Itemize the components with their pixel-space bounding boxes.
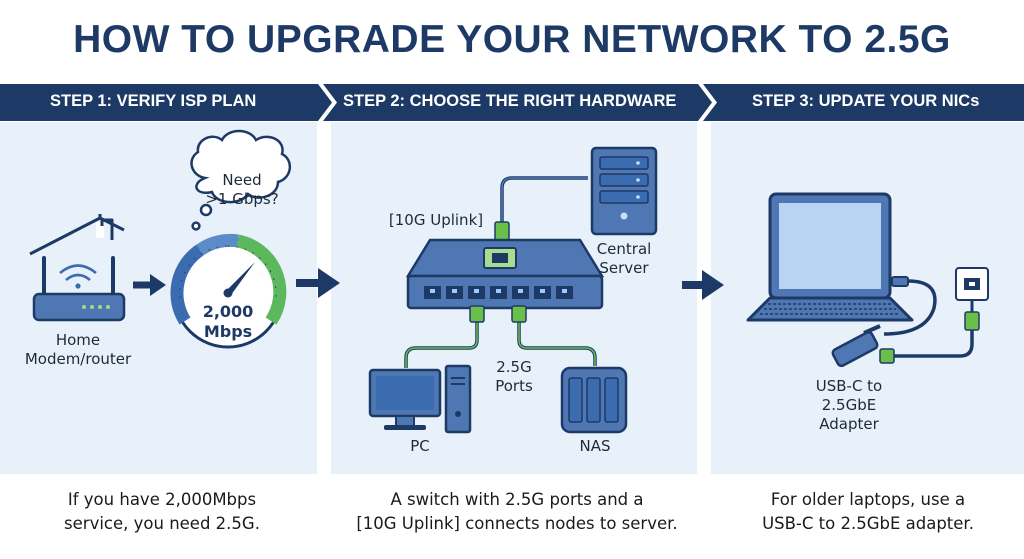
network-switch-icon (405, 238, 605, 310)
thought-line-1: Need (222, 171, 262, 189)
ports-label-line-1: 2.5G (496, 358, 532, 376)
step-3-caption-line-2: USB-C to 2.5GbE adapter. (762, 514, 974, 533)
pc-label: PC (410, 437, 430, 455)
pc-icon (368, 364, 472, 434)
adapter-label-line-2: 2.5GbE (821, 396, 877, 414)
nas-label: NAS (579, 437, 611, 455)
wall-jack-icon (955, 267, 989, 301)
step-1-caption-line-1: If you have 2,000Mbps (67, 490, 257, 509)
adapter-label-line-1: USB-C to (815, 377, 883, 395)
adapter-label-line-3: Adapter (819, 415, 879, 433)
step-2-label: STEP 2: CHOOSE THE RIGHT HARDWARE (343, 92, 677, 110)
house-icon (29, 214, 125, 256)
thought-line-2: >1 Gbps? (205, 190, 279, 208)
server-label-line-1: Central (596, 240, 652, 258)
step-3-caption-line-1: For older laptops, use a (770, 490, 966, 509)
ports-label-line-2: Ports (495, 377, 533, 395)
server-icon (590, 146, 658, 236)
server-label-line-2: Server (599, 259, 649, 277)
thought-cloud-icon (190, 129, 291, 231)
page-title: HOW TO UPGRADE YOUR NETWORK TO 2.5G (73, 18, 951, 61)
step-2-header (323, 84, 712, 121)
ethernet-cable (890, 330, 974, 358)
uplink-cable (500, 176, 588, 232)
usb-adapter-icon (831, 324, 881, 368)
uplink-label: [10G Uplink] (388, 211, 484, 229)
step-3-header (703, 84, 1024, 121)
laptop-icon (746, 192, 914, 322)
arrow-icon (296, 268, 340, 298)
router-label-line-1: Home (55, 331, 101, 349)
speed-value: 2,000 (202, 302, 254, 321)
step-header-bar (0, 84, 1024, 121)
arrow-icon (682, 270, 724, 300)
router-icon (32, 256, 126, 322)
usb-cable (883, 279, 937, 336)
pc-cable (404, 316, 479, 368)
step-3-label: STEP 3: UPDATE YOUR NICs (752, 92, 980, 110)
speedometer-icon (170, 233, 287, 349)
speed-unit: Mbps (203, 322, 253, 341)
step-2-caption: A switch with 2.5G ports and a [10G Upli… (340, 488, 694, 536)
step-1-caption: If you have 2,000Mbps service, you need … (20, 488, 304, 536)
step-1-label: STEP 1: VERIFY ISP PLAN (50, 92, 257, 110)
step-1-caption-line-2: service, you need 2.5G. (64, 514, 260, 533)
arrow-icon (133, 274, 166, 296)
step-1-header (0, 84, 332, 121)
step-2-caption-line-1: A switch with 2.5G ports and a (390, 490, 644, 509)
step-3-caption: For older laptops, use a USB-C to 2.5GbE… (720, 488, 1016, 536)
router-label-line-2: Modem/router (24, 350, 132, 368)
step-2-caption-line-2: [10G Uplink] connects nodes to server. (356, 514, 678, 533)
nas-icon (560, 366, 628, 434)
